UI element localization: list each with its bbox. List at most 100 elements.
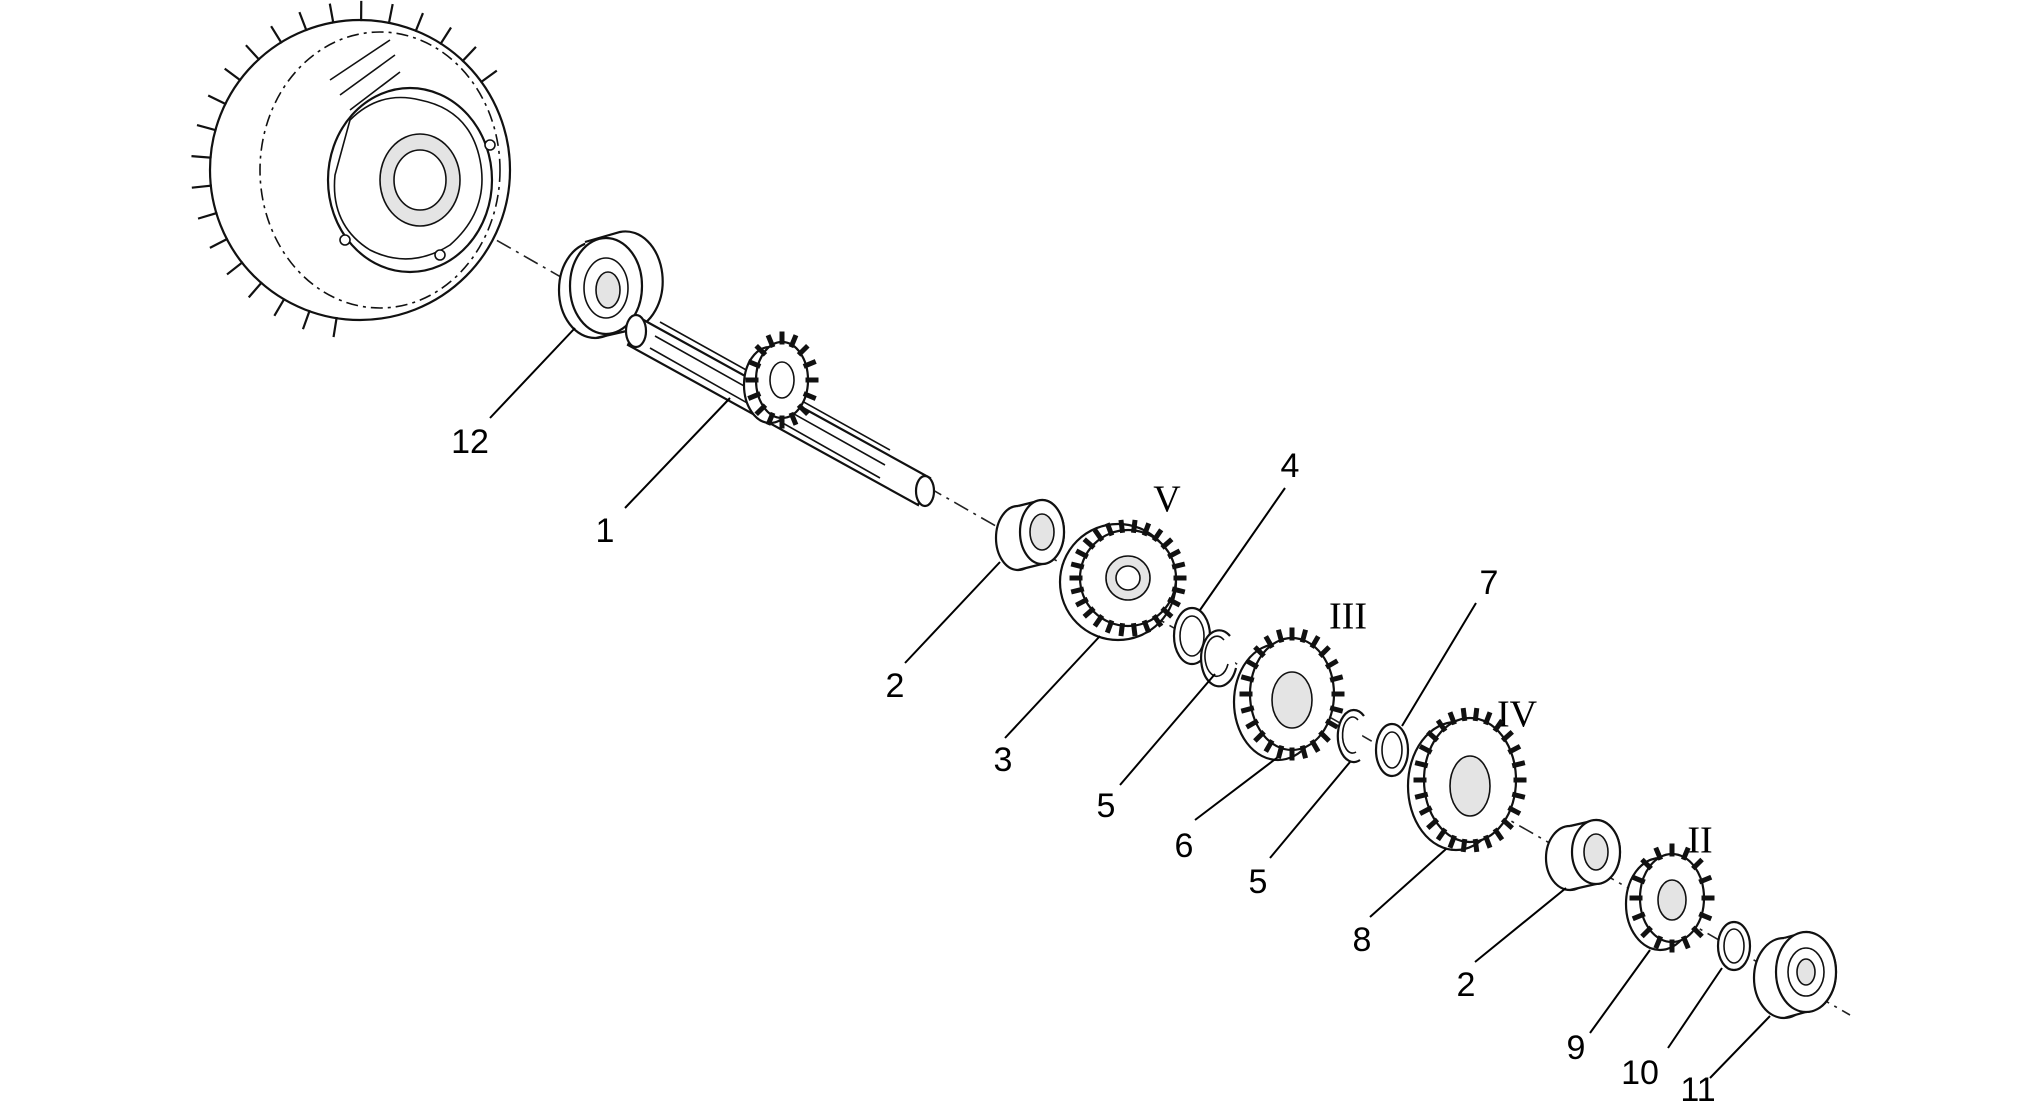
callout-6: 6 (1175, 827, 1194, 865)
basket-tab (298, 11, 308, 32)
gear-tooth (1640, 857, 1653, 871)
gear-tooth (1640, 925, 1653, 939)
gear-tooth (1070, 586, 1085, 595)
gear-tooth (1245, 658, 1260, 670)
gear-tooth (1171, 561, 1186, 570)
basket-tab (191, 155, 212, 159)
gear-9-second (1624, 852, 1706, 952)
gear-tooth (1240, 705, 1255, 714)
leader-6 (1194, 756, 1279, 821)
gear-tooth (1253, 730, 1266, 743)
gear-tooth (1263, 635, 1275, 649)
gear-tooth (1472, 838, 1480, 853)
gear-teeth (1069, 519, 1187, 637)
basket-tab (273, 297, 286, 317)
gear-tooth (1167, 548, 1181, 560)
basket-tab (191, 184, 213, 189)
callout-1: 1 (596, 512, 615, 550)
basket-tab (197, 211, 218, 220)
gear-tooth (1698, 911, 1713, 922)
gear-tooth (1426, 730, 1440, 743)
leader-11 (1709, 1015, 1771, 1079)
gear-tooth (1151, 614, 1164, 628)
gear-tooth (1240, 674, 1255, 683)
gear-tooth (1447, 834, 1457, 849)
basket-tab (209, 237, 229, 249)
gear-tooth (1418, 744, 1433, 755)
basket-tab (332, 316, 338, 338)
gear-tooth (1070, 561, 1085, 570)
gear-tooth (765, 334, 776, 349)
gear-tooth (1460, 707, 1468, 722)
leader-8 (1369, 848, 1447, 918)
gear-tooth (1160, 606, 1174, 619)
gear-tooth (1245, 718, 1260, 730)
gear-tooth (1329, 705, 1344, 714)
washer-7 (1374, 722, 1410, 778)
gear-tooth (1414, 791, 1429, 800)
leader-12 (489, 327, 576, 419)
gear-tooth (1131, 622, 1138, 637)
gear-6-third (1232, 636, 1336, 762)
leader-7 (1401, 602, 1477, 727)
gear-tooth (1104, 619, 1115, 634)
callout-8: 8 (1353, 921, 1372, 959)
basket-tab (207, 94, 227, 106)
gear-tooth (1691, 857, 1704, 871)
basket-tab (224, 67, 242, 82)
leader-lines (489, 327, 1771, 1079)
shaft-axis-line (469, 224, 1851, 1016)
gear-tooth (1171, 586, 1186, 595)
leader-2-left (904, 561, 1001, 664)
gear-tooth (1151, 528, 1164, 542)
gear-tooth (1299, 745, 1309, 759)
gear-tooth (1104, 522, 1115, 537)
gear-tooth (1680, 935, 1691, 950)
gear-tooth (1309, 635, 1321, 649)
gear-tooth (765, 411, 776, 426)
gear-label-IV: IV (1497, 694, 1538, 736)
gear-tooth (1167, 596, 1181, 608)
callout-10: 10 (1621, 1054, 1659, 1092)
gear-tooth (1318, 645, 1331, 658)
gear-tooth (1698, 874, 1713, 885)
callout-3: 3 (994, 741, 1013, 779)
gear-tooth (802, 391, 817, 401)
gear-tooth (1511, 760, 1526, 769)
gear-tooth (747, 359, 762, 369)
gear-tooth (1483, 711, 1493, 726)
gear-tooth (1691, 925, 1704, 939)
circlip-5-first (1200, 629, 1238, 688)
gear-teeth (1239, 627, 1345, 761)
gear-label-V: V (1153, 479, 1181, 521)
gear-tooth (1275, 745, 1285, 759)
gear-tooth (1075, 548, 1089, 560)
gear-tooth (1118, 622, 1125, 637)
gear-tooth (1324, 658, 1339, 670)
gear-tooth (796, 343, 810, 357)
gear-tooth (1426, 817, 1440, 830)
gear-tooth (1118, 519, 1125, 534)
bearing-12 (557, 230, 664, 340)
gear-tooth (796, 403, 810, 417)
gear-tooth (788, 334, 799, 349)
gear-tooth (1131, 519, 1138, 534)
gear-tooth (1092, 528, 1105, 542)
gear-tooth (788, 411, 799, 426)
bush-2-left (994, 498, 1066, 572)
callout-2-left: 2 (886, 667, 905, 705)
gear-teeth (1629, 843, 1715, 953)
gear-labels: V III IV II (1153, 479, 1712, 862)
leader-9 (1589, 949, 1651, 1034)
gear-tooth (754, 343, 768, 357)
gear-tooth (1414, 760, 1429, 769)
bearing-11 (1752, 930, 1838, 1020)
leader-5-first (1119, 673, 1216, 786)
leader-1 (624, 397, 731, 509)
gear-tooth (1075, 596, 1089, 608)
gear-tooth (1309, 739, 1321, 753)
basket-tab (247, 281, 263, 299)
circlip-10 (1716, 920, 1752, 972)
gear-tooth (1435, 827, 1448, 842)
